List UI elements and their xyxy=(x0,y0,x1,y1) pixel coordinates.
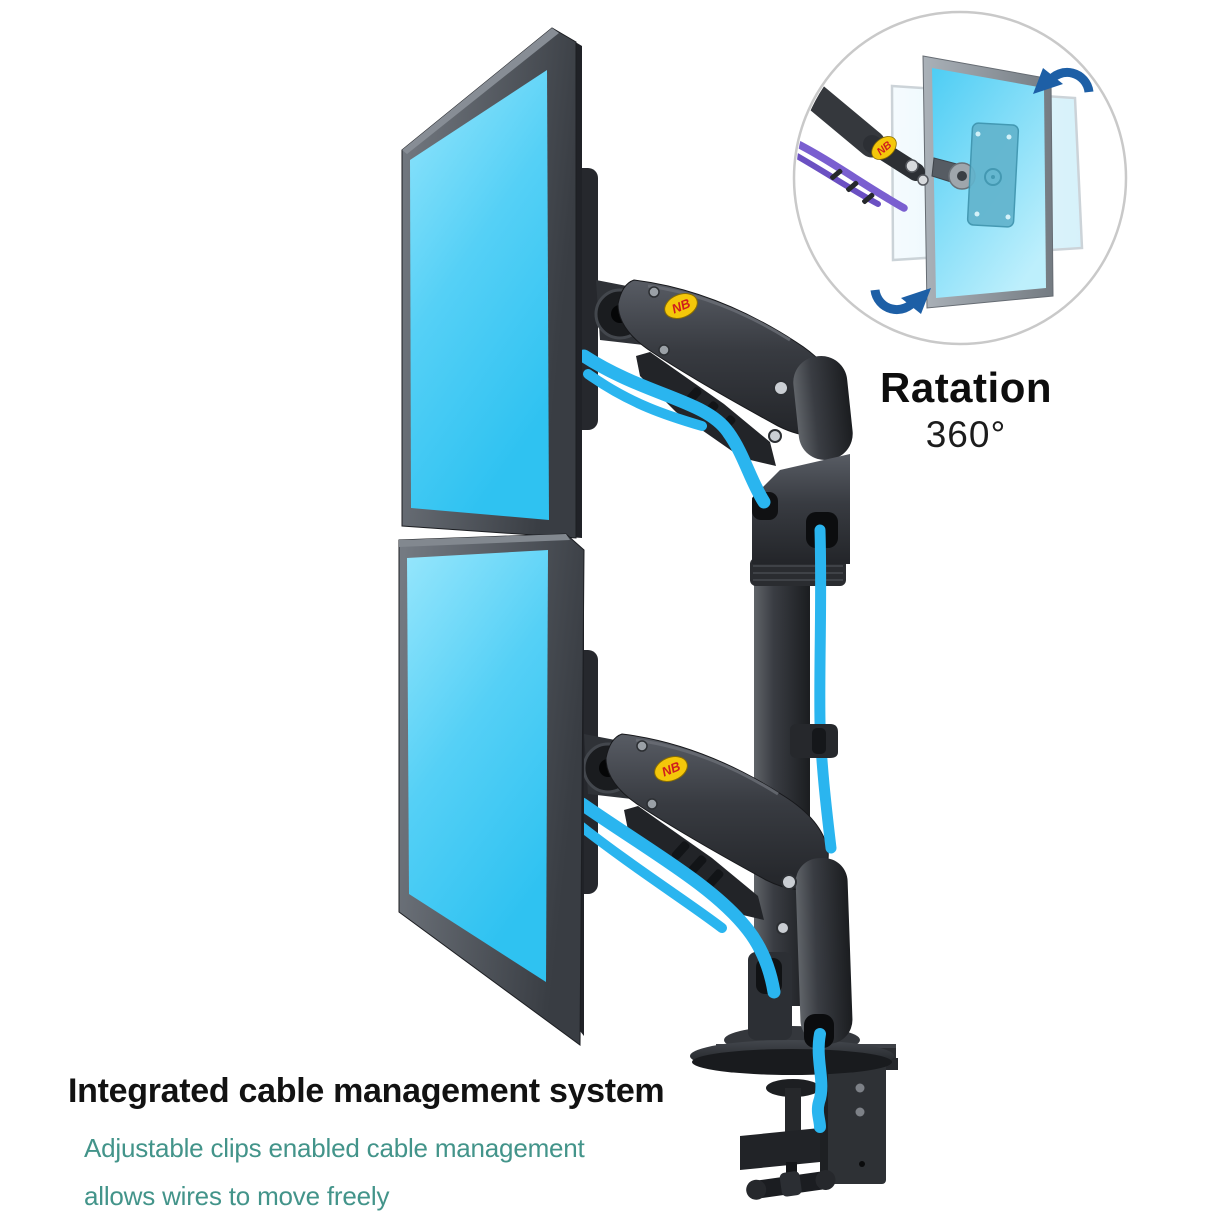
grommet-base xyxy=(690,1026,894,1075)
cable-clip xyxy=(705,869,724,888)
rotation-callout: Ratation 360° xyxy=(846,364,1086,456)
caption-subtitle: Adjustable clips enabled cable managemen… xyxy=(84,1133,664,1212)
lower-elbow-cylinder xyxy=(795,857,853,1045)
nb-badge-text: NB xyxy=(669,296,692,317)
pole-top-housing xyxy=(752,454,850,564)
screw-detail xyxy=(776,921,790,935)
rotation-arrow-top-icon xyxy=(1033,68,1094,94)
inset-purple-cable xyxy=(796,138,908,212)
clamp-screw-column xyxy=(785,1088,801,1134)
clamp-screw-hole xyxy=(855,1107,865,1117)
screw-detail xyxy=(648,286,660,298)
screw-detail xyxy=(917,174,929,186)
screw-detail xyxy=(636,740,648,752)
upper-arm-highlight xyxy=(647,284,791,342)
screw-detail xyxy=(781,874,797,890)
inset-vesa-plate xyxy=(966,122,1020,228)
inset-pivot-center xyxy=(957,171,967,181)
pole-cable-run xyxy=(814,524,837,854)
top-monitor xyxy=(401,27,582,539)
lower-arm-highlight xyxy=(635,738,779,796)
cable-clip xyxy=(830,168,843,181)
screw-detail xyxy=(646,798,658,810)
caption-subtitle-line1: Adjustable clips enabled cable managemen… xyxy=(84,1133,585,1163)
bottom-monitor-screen xyxy=(407,550,548,982)
clamp-hand-knob xyxy=(746,1169,836,1200)
bottom-monitor-top-bevel xyxy=(399,534,570,547)
cable-clip xyxy=(846,180,859,193)
nb-badge-inset-arm: NB xyxy=(871,136,897,160)
cable-clip xyxy=(671,841,690,860)
rotation-degrees: 360° xyxy=(925,414,1007,456)
nb-badge-text: NB xyxy=(659,759,682,780)
caption-subtitle-line2: allows wires to move freely xyxy=(84,1181,390,1211)
nb-badge-lower-arm: NB xyxy=(654,756,688,782)
upper-cable-loop xyxy=(577,349,771,509)
screw-detail xyxy=(905,159,919,173)
rotation-heading: Ratation xyxy=(880,364,1052,411)
clamp-small-hole xyxy=(859,1161,865,1167)
clamp-screw-hole xyxy=(855,1083,865,1093)
upper-cable-strand xyxy=(583,369,707,431)
cable-management-cables xyxy=(573,349,837,1133)
screw-detail xyxy=(768,429,782,443)
bottom-monitor xyxy=(398,533,585,1046)
cable-clip xyxy=(862,192,875,205)
rotation-arrow-bottom-icon xyxy=(870,288,931,314)
base-rim xyxy=(692,1049,892,1075)
clamp-back-plate xyxy=(820,1052,886,1184)
screw-detail xyxy=(773,380,789,396)
top-monitor-screen xyxy=(410,70,549,520)
lower-cable-loop xyxy=(575,797,781,999)
cable-clip xyxy=(688,855,707,874)
pole-cable-clip xyxy=(790,724,838,758)
lower-cable-strand xyxy=(573,819,727,933)
bottom-cable-strip xyxy=(811,1028,828,1133)
lower-gas-spring-arm xyxy=(582,733,853,1048)
clamp-lower-jaw xyxy=(740,1128,820,1170)
inset-rotation-diagram: NB xyxy=(792,10,1128,346)
screw-detail xyxy=(658,344,670,356)
nb-badge-upper-arm: NB xyxy=(664,293,698,319)
top-monitor-top-bevel xyxy=(402,28,559,154)
caption-block: Integrated cable management system Adjus… xyxy=(68,1072,665,1214)
upper-elbow-cylinder xyxy=(793,356,853,460)
caption-title: Integrated cable management system xyxy=(68,1072,665,1110)
